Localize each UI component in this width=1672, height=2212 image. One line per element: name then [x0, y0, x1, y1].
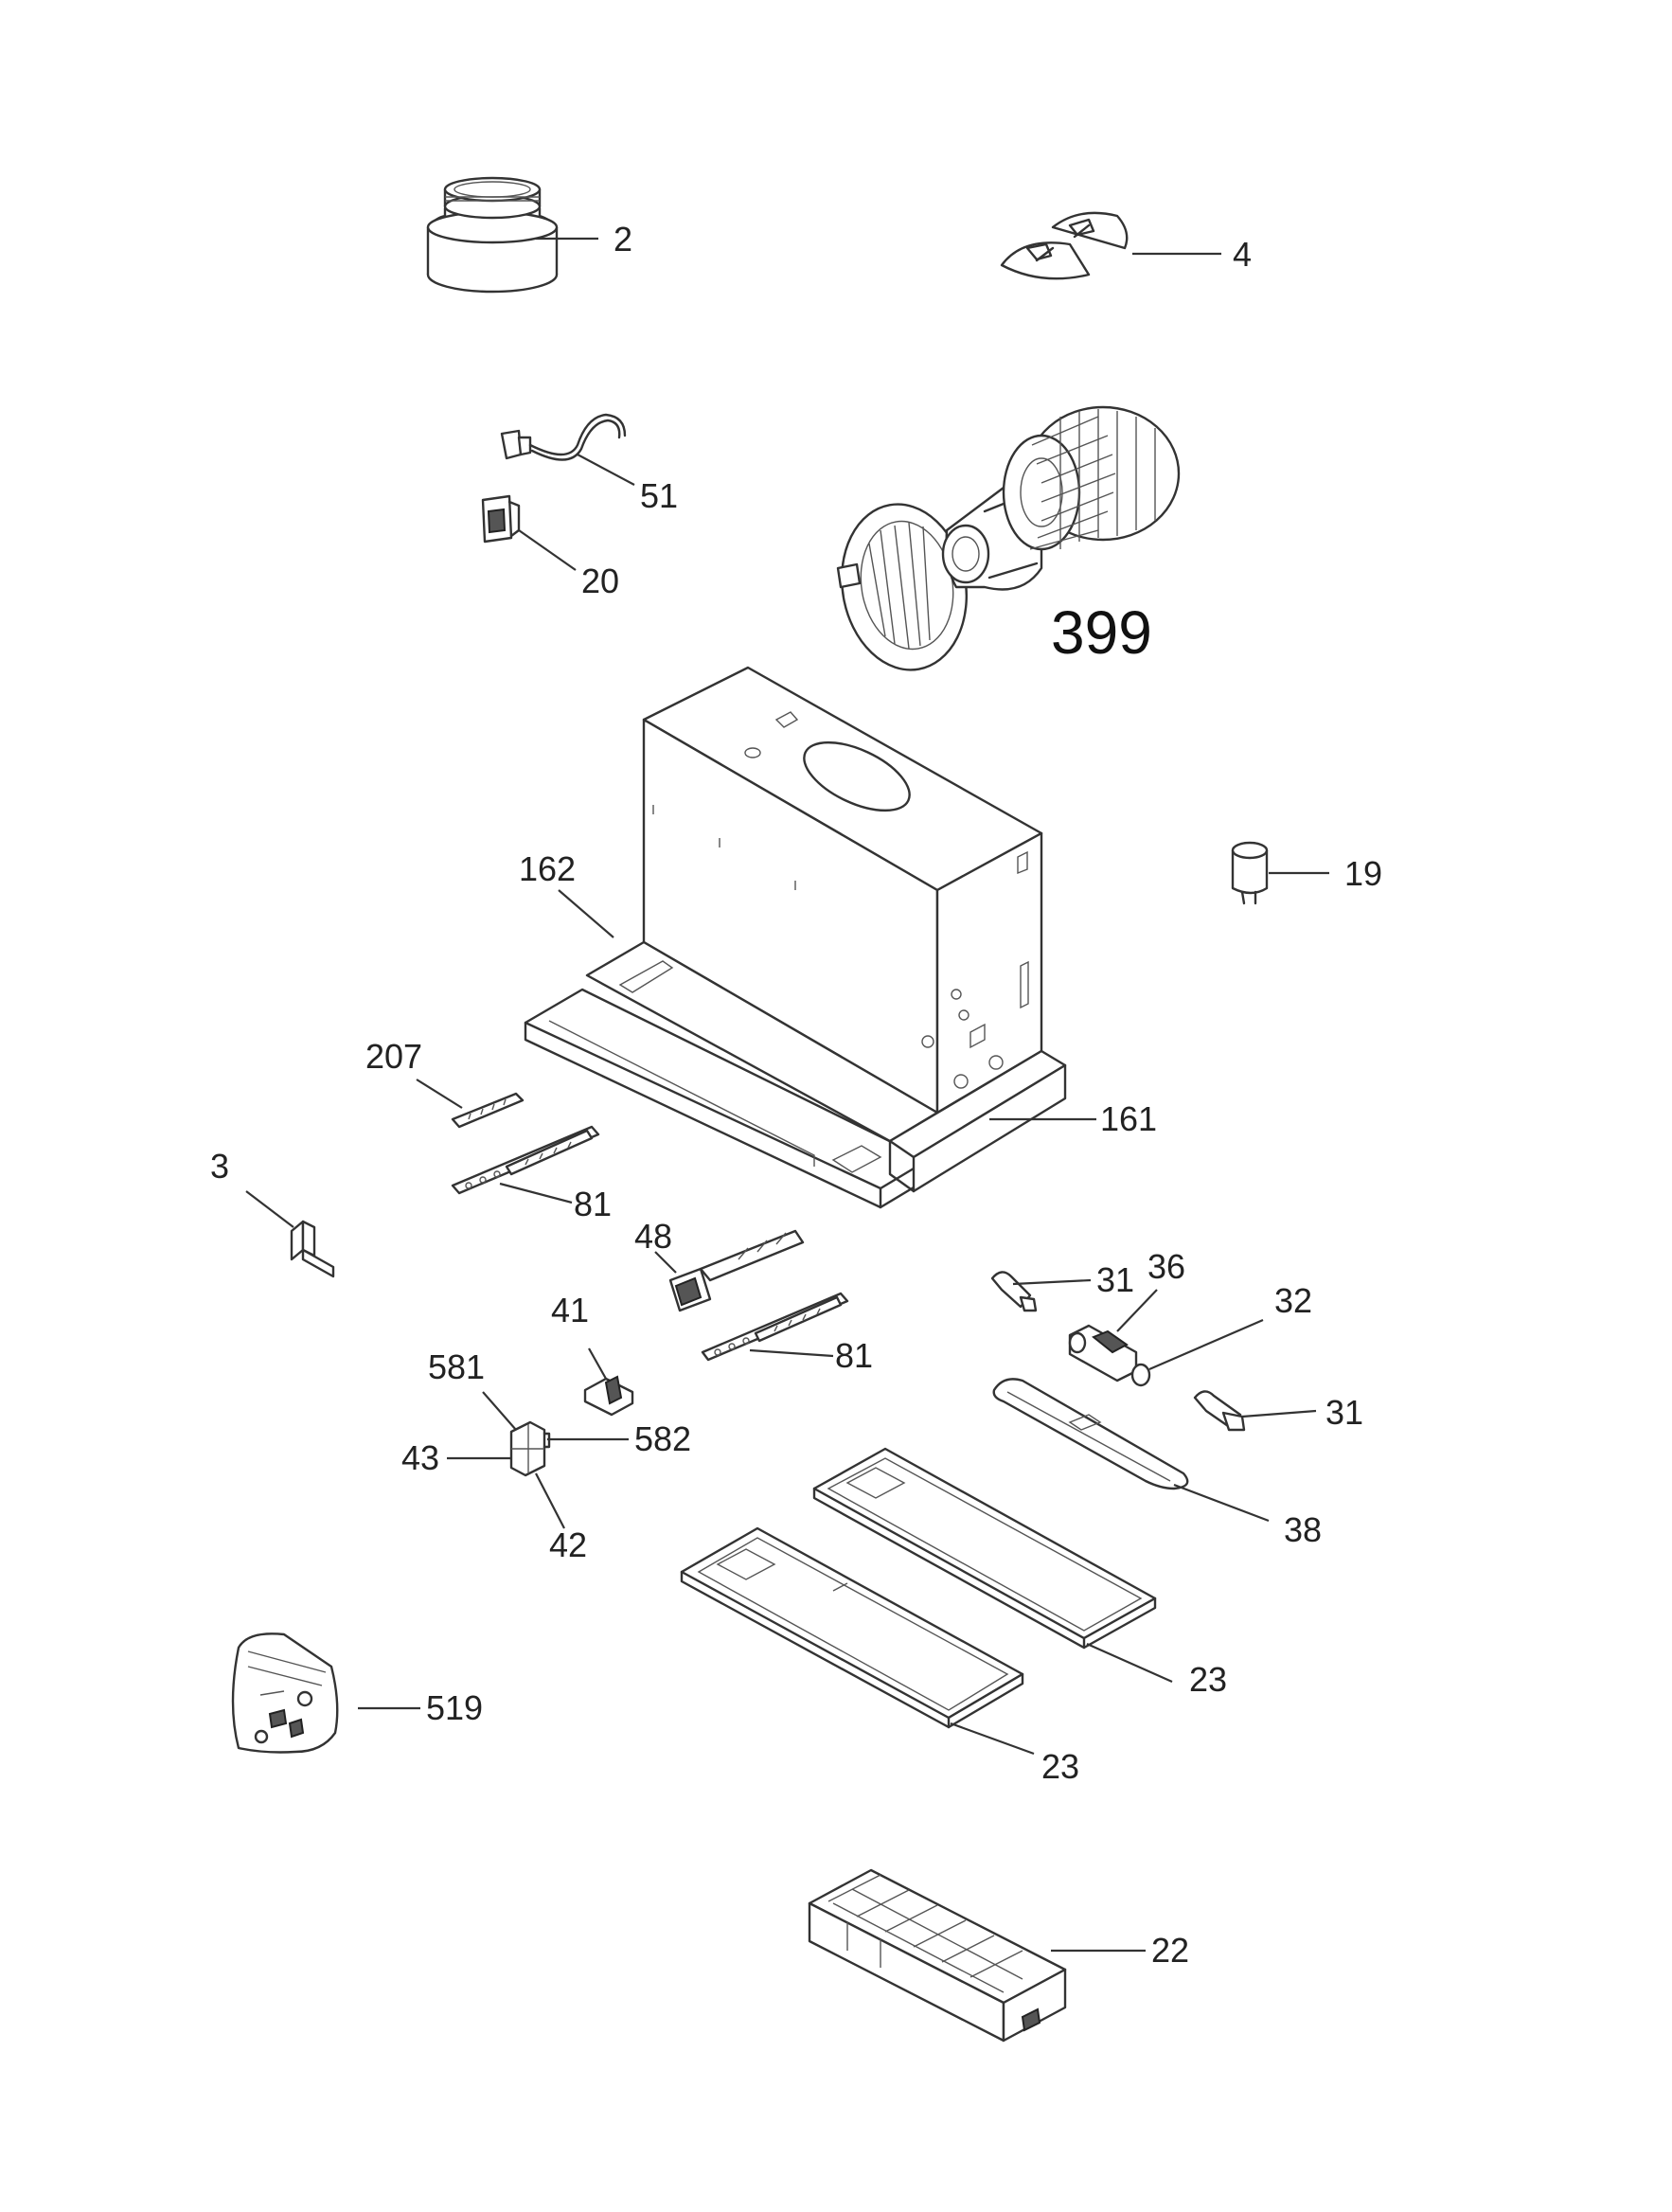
blower-motor-part — [836, 405, 1181, 671]
callout-582: 582 — [634, 1419, 691, 1458]
grease-filter-part-back — [812, 1447, 1157, 1650]
callout-4: 4 — [1233, 235, 1252, 274]
filter-clip-part — [1000, 211, 1129, 280]
callout-81-upper: 81 — [574, 1185, 612, 1223]
hardware-bag-part — [231, 1632, 339, 1754]
callout-41: 41 — [551, 1291, 589, 1329]
callout-22: 22 — [1151, 1931, 1189, 1970]
callout-207: 207 — [365, 1037, 422, 1076]
light-switch-part — [668, 1229, 805, 1312]
callout-48: 48 — [634, 1217, 672, 1256]
callout-519: 519 — [426, 1688, 483, 1727]
small-switch-part — [481, 494, 521, 544]
callout-32: 32 — [1274, 1281, 1312, 1320]
light-lens-part — [992, 1378, 1189, 1490]
callout-81-lower: 81 — [835, 1336, 873, 1375]
callout-162: 162 — [519, 849, 576, 888]
lamp-holder-part — [1068, 1324, 1151, 1387]
callout-399: 399 — [1051, 598, 1152, 667]
callout-31-upper: 31 — [1096, 1260, 1134, 1299]
callout-581: 581 — [428, 1347, 485, 1386]
duct-collar-part — [426, 176, 559, 294]
lamp-part-lower — [1193, 1390, 1246, 1432]
lamp-clip-part — [583, 1375, 634, 1417]
slide-strip-part — [451, 1092, 525, 1129]
callout-2: 2 — [614, 220, 632, 259]
callout-161: 161 — [1100, 1099, 1157, 1138]
charcoal-filter-part — [808, 1868, 1067, 2043]
callout-43: 43 — [401, 1438, 439, 1477]
callout-51: 51 — [640, 476, 678, 515]
callout-19: 19 — [1344, 854, 1382, 893]
lamp-part-upper — [990, 1271, 1038, 1312]
switch-cable-part — [500, 413, 627, 461]
callout-42: 42 — [549, 1525, 587, 1564]
terminal-block-part — [509, 1420, 551, 1477]
callout-36: 36 — [1147, 1247, 1185, 1286]
grease-filter-part-front — [680, 1526, 1024, 1729]
slide-rail-part — [451, 1125, 600, 1195]
callout-20: 20 — [581, 562, 619, 600]
hood-housing-part — [524, 666, 1067, 1209]
callout-31-lower: 31 — [1325, 1393, 1363, 1432]
capacitor-part — [1231, 841, 1269, 905]
slide-rail-part-lower — [701, 1292, 849, 1362]
callout-3: 3 — [210, 1147, 229, 1186]
callout-23-upper: 23 — [1189, 1660, 1227, 1699]
bracket-part — [290, 1220, 335, 1278]
callout-23-lower: 23 — [1041, 1747, 1079, 1786]
callout-38: 38 — [1284, 1510, 1322, 1549]
